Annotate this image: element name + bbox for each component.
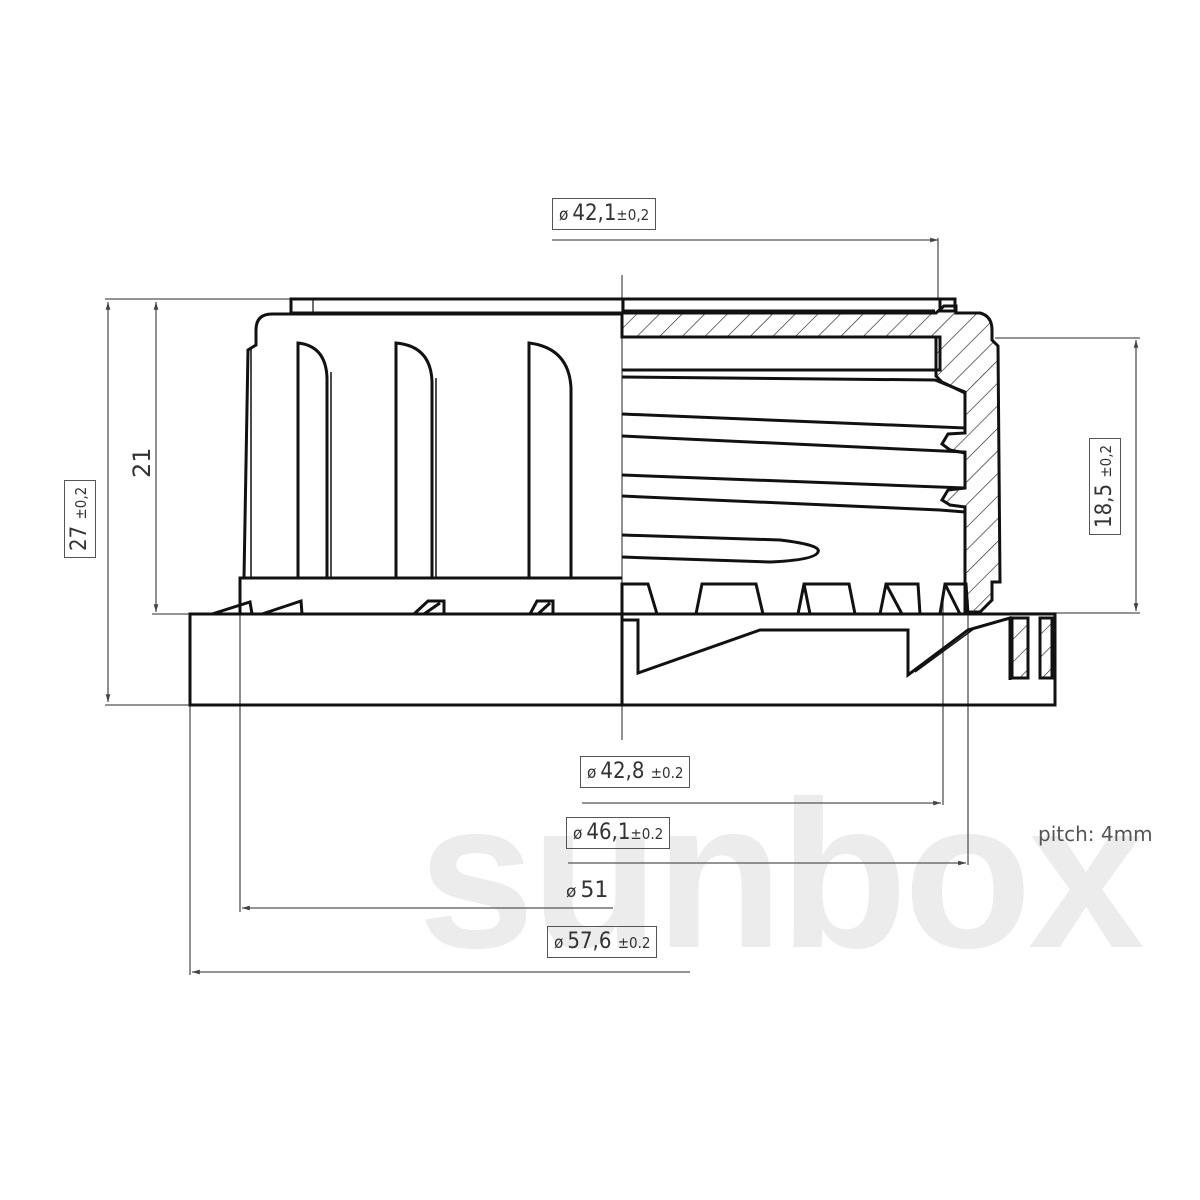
dim-thread-height: 18,5 ±0,2	[1089, 437, 1121, 535]
pitch-note: pitch: 4mm	[1038, 822, 1153, 846]
cap-exterior-view	[188, 297, 625, 707]
watermark-logo: sunbox	[418, 757, 1145, 992]
dim-overall-height: 27 ±0,2	[64, 479, 96, 558]
dim-body-height: 21	[128, 447, 156, 478]
cap-section-view	[620, 297, 1057, 707]
